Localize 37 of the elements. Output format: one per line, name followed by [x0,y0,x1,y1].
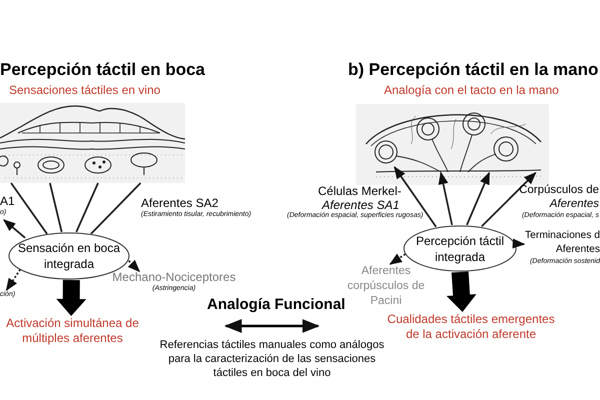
receptor-label: Aferentes SA1 [322,197,400,212]
connector-line [10,182,48,234]
block-arrow [56,280,86,316]
arrow [481,172,536,228]
arrow [466,172,490,226]
receptor-label: Terminaciones d [525,229,600,243]
connector-line [90,182,142,235]
section-title: b) Percepción táctil en la mano [348,59,598,81]
receptor-label: A1 [0,194,15,208]
section-title: Percepción táctil en boca [0,59,206,81]
section-heading: Analogía Funcional [207,295,346,315]
receptor-label: Aferentes [550,197,599,212]
connector-line [76,182,99,232]
dotted-arrow [6,268,21,292]
receptor-label: Células Merkel- [318,183,402,200]
arrow [438,172,453,226]
subtitle: Sensaciones táctiles en vino [9,82,160,99]
receptor-label: Corpúsculos de [519,183,599,198]
dotted-arrow [389,253,406,265]
mouth-tissue-drawing [0,103,185,183]
hand-skin-drawing [356,104,549,185]
block-arrow [446,272,476,312]
outcome-text: Cualidades táctiles emergentes de la activación aferente [386,312,556,342]
subtitle: Analogía con el tacto en la mano [384,82,559,99]
receptor-label: Aferentes SA2 [141,195,218,210]
description-text: Referencias táctiles manuales como análogos para la caracterización de las sensaciones táctiles en boca del vino [158,338,386,380]
receptor-label: Aferentes [556,243,600,257]
connector-line [49,182,63,232]
arrow [3,219,26,238]
arrow [394,166,437,228]
dotted-arrow [128,260,140,272]
receptor-label: Mechano-Nociceptores [112,270,236,284]
receptor-label: Aferentes corpúsculos de Pacini [347,265,425,307]
outcome-text: Activación simultánea de múltiples aferentes [5,316,140,348]
arrow [512,238,526,249]
ellipse-label: Sensación en boca integrada [16,240,122,272]
ellipse-label: Percepción táctil integrada [414,232,506,264]
